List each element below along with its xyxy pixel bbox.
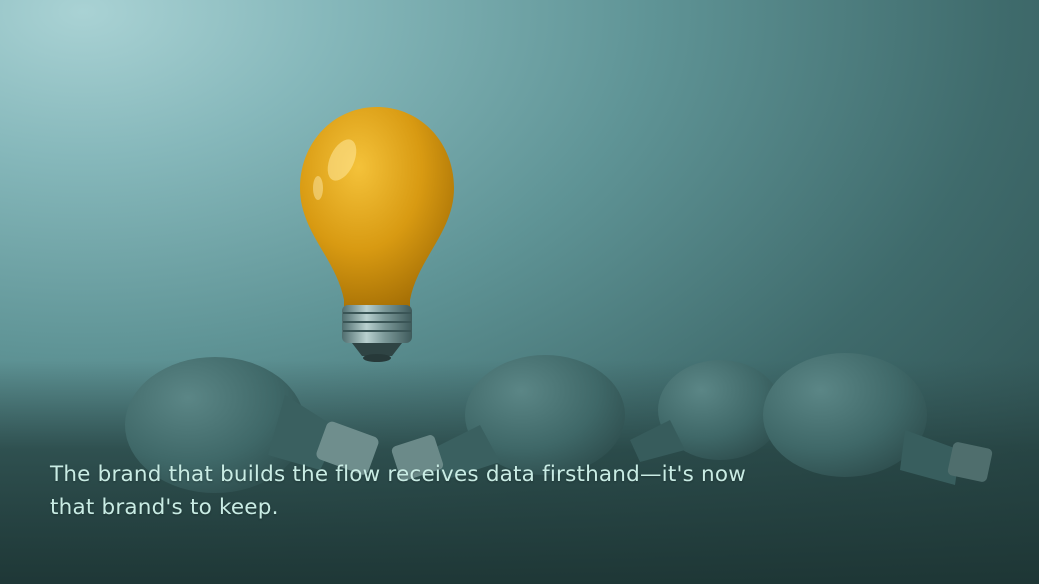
unlit-bulb-right-center xyxy=(630,360,782,462)
lit-bulb xyxy=(300,107,454,362)
hero-caption: The brand that builds the flow receives … xyxy=(50,458,850,524)
unlit-bulb-center xyxy=(391,355,625,481)
unlit-bulb-right xyxy=(763,353,993,485)
caption-line-2: that brand's to keep. xyxy=(50,495,279,520)
unlit-bulb-left xyxy=(125,357,379,493)
caption-line-1: The brand that builds the flow receives … xyxy=(50,462,746,487)
